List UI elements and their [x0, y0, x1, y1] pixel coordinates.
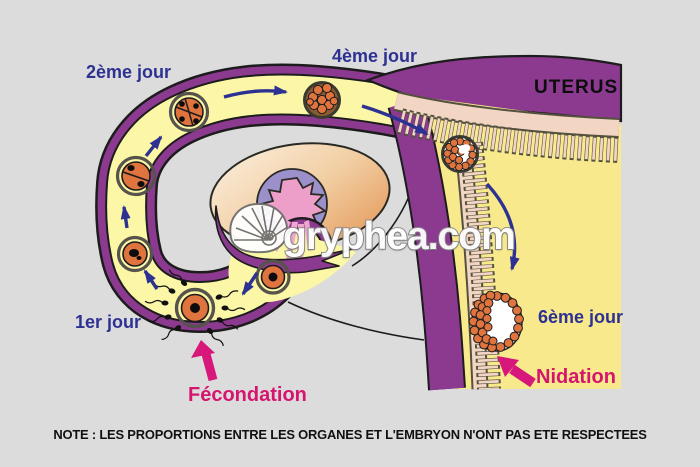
path-arrows	[120, 85, 520, 296]
embryo-stage-morula	[303, 81, 341, 119]
junction-outline-lower	[287, 301, 425, 341]
sperm-group	[144, 269, 246, 347]
embryo-stage-two-cell	[115, 155, 157, 197]
label-nidation: Nidation	[536, 366, 616, 388]
note-text: NOTE : LES PROPORTIONS ENTRE LES ORGANES…	[53, 427, 647, 442]
embryo-stage-fertilization	[174, 287, 216, 329]
arrow-fertilization-to-zygote	[143, 269, 159, 290]
arrow-blastocyst-to-implantation	[485, 182, 520, 271]
arrow-four-cell-to-morula	[223, 85, 288, 99]
embryo-stage-ovulated-egg	[255, 259, 291, 295]
watermark-shell-icon	[229, 202, 289, 254]
label-fecondation: Fécondation	[188, 384, 307, 406]
nidation-arrow	[497, 356, 536, 388]
label-day4: 4ème jour	[332, 46, 418, 66]
embryo-stage-four-cell	[168, 91, 210, 133]
embryo-stage-blastocyst	[441, 135, 479, 173]
fecondation-arrow	[191, 340, 218, 382]
embryo-stage-implanting-blastocyst	[468, 290, 524, 353]
arrow-morula-to-blastocyst	[361, 104, 429, 136]
arrow-two-cell-to-four-cell	[144, 135, 163, 158]
label-day6: 6ème jour	[538, 307, 624, 327]
label-uterus: UTERUS	[534, 77, 619, 98]
fimbriae-flap	[214, 205, 353, 274]
arrow-zygote-to-two-cell	[120, 205, 131, 229]
watermark-text: gryphea.com	[282, 214, 517, 259]
label-day2: 2ème jour	[86, 62, 172, 82]
arrow-funnel-to-fertilization	[241, 272, 259, 296]
uterus-wall-left	[389, 98, 464, 391]
embryo-stage-zygote	[116, 235, 154, 273]
label-day1: 1er jour	[75, 312, 142, 332]
endometrium	[393, 91, 620, 390]
